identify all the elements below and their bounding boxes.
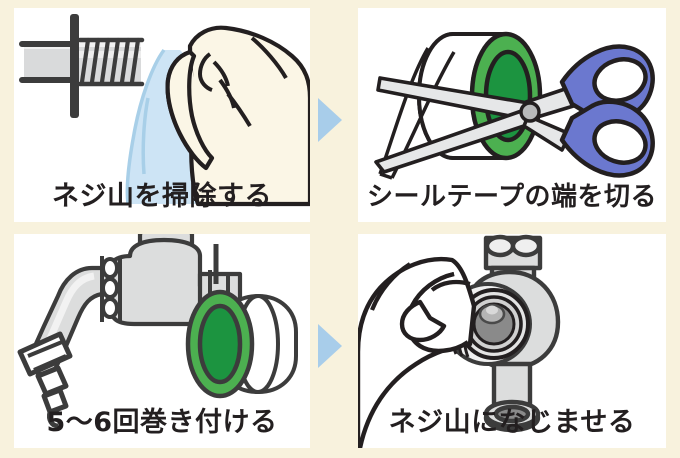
arrow-step3-to-step4-icon bbox=[318, 324, 342, 368]
arrow-step1-to-step2-icon bbox=[318, 98, 342, 142]
step-caption-4: ネジ山になじませる bbox=[388, 407, 636, 438]
step-panel-1: ネジ山を掃除する bbox=[14, 8, 310, 222]
step-caption-3: 5〜6回巻き付ける bbox=[46, 407, 278, 438]
illustration-wrap-tape bbox=[14, 234, 310, 448]
step-caption-2: シールテープの端を切る bbox=[367, 182, 657, 212]
step-panel-3: 5〜6回巻き付ける bbox=[14, 234, 310, 448]
step-panel-4: ネジ山になじませる bbox=[358, 234, 666, 448]
illustration-cut-tape bbox=[358, 8, 666, 222]
step-panel-2: シールテープの端を切る bbox=[358, 8, 666, 222]
illustration-press-threads bbox=[358, 234, 666, 448]
illustration-clean-threads bbox=[14, 8, 310, 222]
step-caption-1: ネジ山を掃除する bbox=[52, 181, 272, 212]
